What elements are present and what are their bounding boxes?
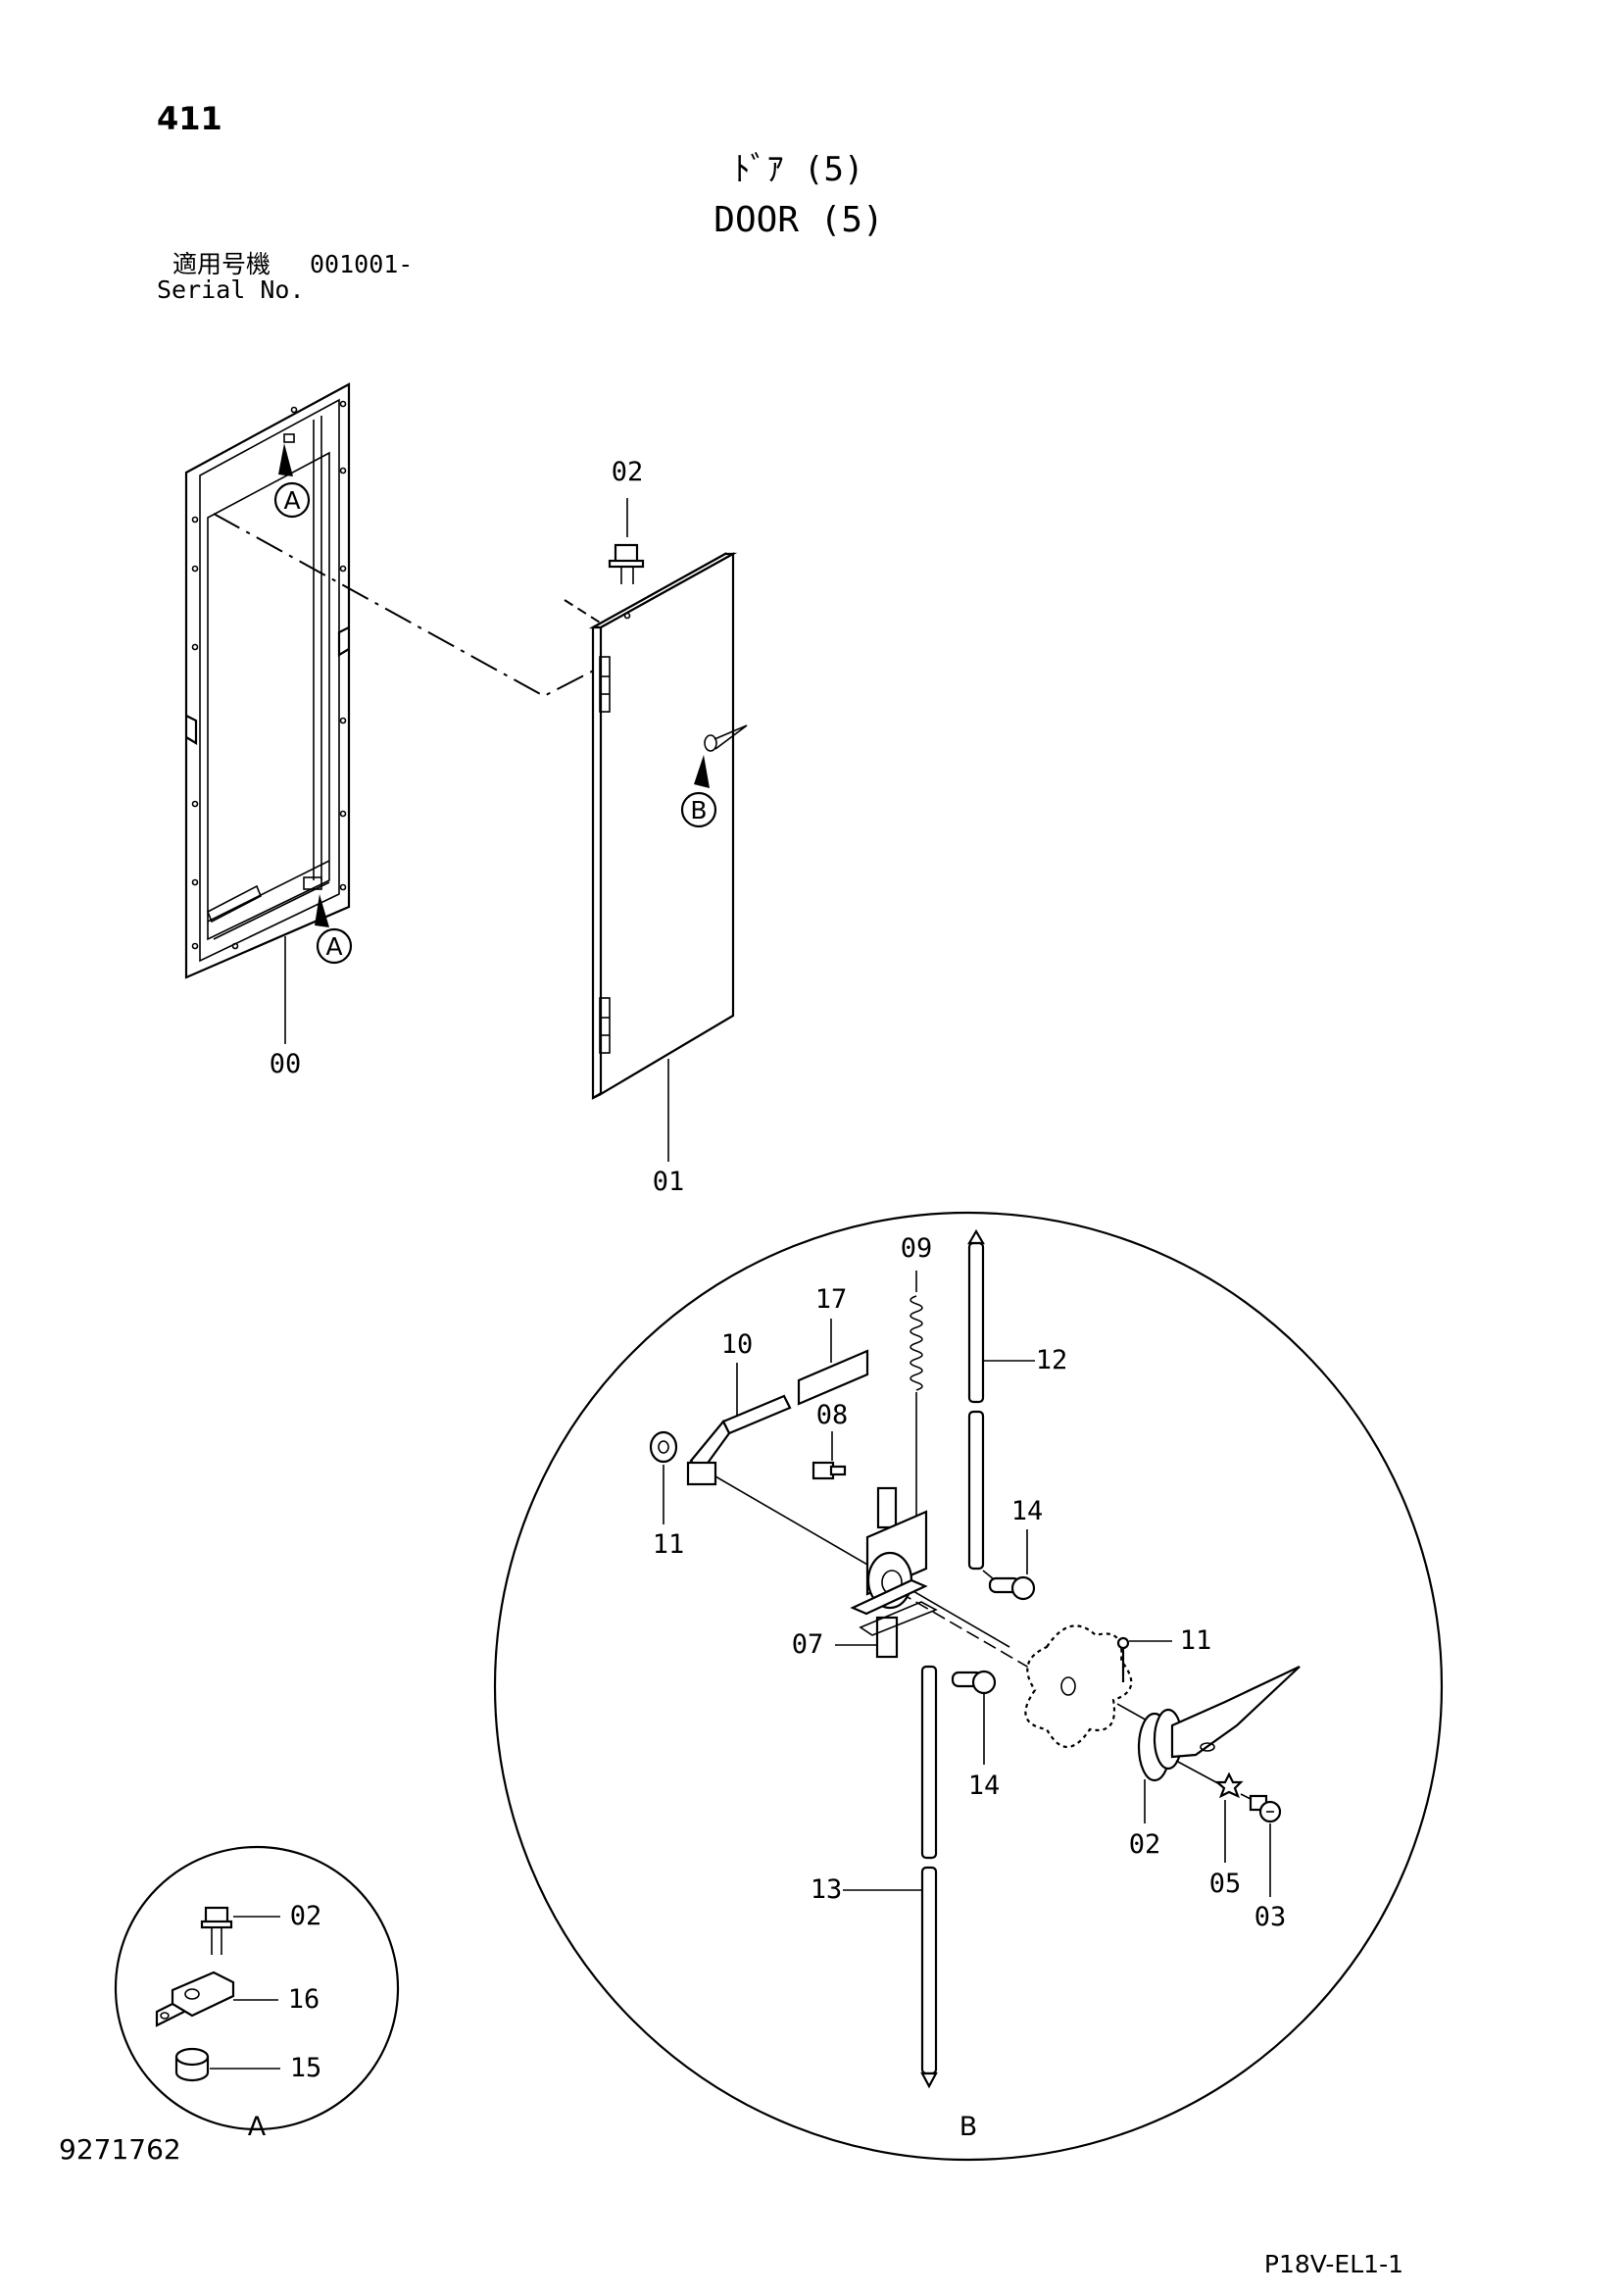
callout-07: 08 [816, 1400, 849, 1430]
title-english: DOOR (5) [713, 200, 883, 240]
pin-14-upper [982, 1570, 1036, 1601]
lever-09 [686, 1394, 792, 1486]
svg-text:B: B [690, 796, 707, 824]
screw-04 [1240, 1793, 1282, 1823]
serial-label-english: Serial No. [157, 275, 305, 304]
callout-16: 16 [288, 1984, 320, 2015]
latch-body [850, 1486, 938, 1659]
view-marker-b: B [680, 755, 717, 828]
callout-05: 05 [1209, 1869, 1242, 1899]
callout-06: 07 [792, 1629, 824, 1660]
callout-02-door: 02 [612, 457, 644, 487]
lock-washer-05 [1214, 1772, 1244, 1799]
rod-13 [920, 1665, 938, 2089]
svg-text:A: A [325, 932, 342, 961]
page-number: 411 [157, 100, 222, 137]
handle-03 [1116, 1666, 1301, 1789]
callout-00: 00 [270, 1049, 302, 1079]
bolt-07 [812, 1461, 847, 1480]
detail-b-label: B [959, 2112, 978, 2142]
spacer-15 [174, 2047, 210, 2082]
callout-03: 02 [1129, 1829, 1161, 1860]
callout-13: 13 [811, 1874, 843, 1905]
title-japanese: ﾄﾞｱ (5) [734, 150, 864, 189]
svg-text:A: A [283, 486, 300, 515]
footer-code: P18V-EL1-1 [1264, 2250, 1403, 2278]
callout-15: 15 [290, 2053, 322, 2083]
callout-14-lower: 14 [968, 1771, 1001, 1801]
callout-12: 12 [1036, 1345, 1068, 1375]
callout-01: 01 [653, 1167, 685, 1197]
rod-12 [967, 1228, 985, 1571]
screw-11 [1116, 1636, 1130, 1682]
bolt-02-detail-icon [200, 1906, 233, 1955]
bracket-16 [155, 1971, 235, 2027]
serial-label-japanese: 適用号機 [172, 250, 270, 278]
view-marker-a-bottom: A [315, 894, 353, 965]
washer-10 [649, 1430, 678, 1464]
callout-17: 17 [815, 1284, 848, 1315]
view-marker-a-top: A [273, 443, 311, 519]
gasket-plate [1024, 1624, 1133, 1748]
callout-04: 03 [1254, 1902, 1287, 1932]
detail-a-circle [114, 1845, 400, 2131]
pad-17 [797, 1349, 869, 1406]
detail-b-circle [493, 1211, 1444, 2162]
bolt-02-icon [608, 498, 645, 584]
drawing-number: 9271762 [59, 2133, 181, 2166]
door-frame [184, 382, 351, 979]
callout-14-upper: 14 [1011, 1496, 1044, 1526]
spring-08 [910, 1271, 923, 1391]
callout-09: 10 [721, 1329, 754, 1360]
callout-11: 11 [1180, 1625, 1212, 1656]
pin-14-lower [951, 1670, 997, 1695]
callout-10: 11 [653, 1529, 685, 1560]
detail-a-label: A [248, 2112, 267, 2142]
serial-value: 001001- [310, 250, 413, 278]
callout-08: 09 [901, 1233, 933, 1264]
door-panel [588, 552, 748, 1100]
callout-02-detail: 02 [290, 1901, 322, 1931]
